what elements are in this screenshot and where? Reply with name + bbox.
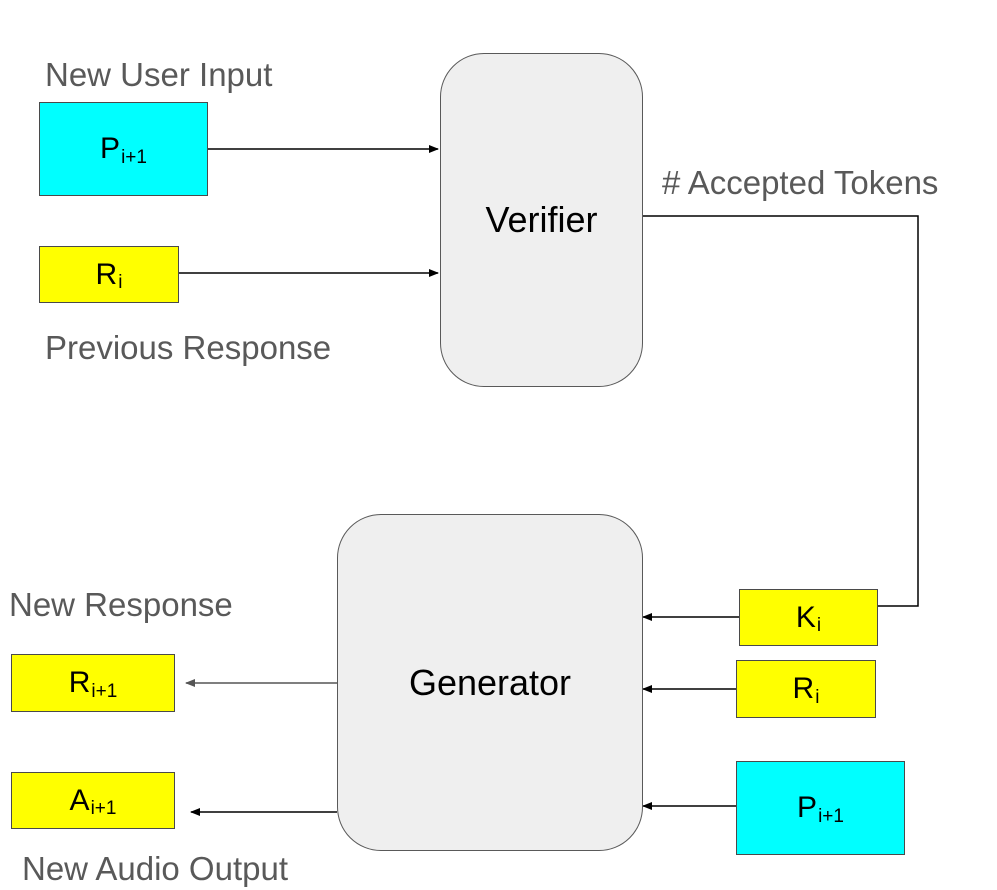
box-subscript: i <box>816 615 822 636</box>
box-base: R <box>792 672 815 705</box>
new-audio-output-label: New Audio Output <box>22 850 288 887</box>
box-subscript: i+1 <box>91 680 118 702</box>
box-base: P <box>797 791 818 824</box>
generator-node: Generator <box>337 514 643 851</box>
accepted-tokens-label: # Accepted Tokens <box>662 164 939 201</box>
box-subscript: i+1 <box>818 805 844 827</box>
box-subscript: i <box>118 272 123 293</box>
box-base: R <box>95 257 118 291</box>
box-base: K <box>795 600 816 634</box>
box-base: R <box>68 666 91 699</box>
verifier-node: Verifier <box>440 53 643 387</box>
box-base: P <box>100 132 121 165</box>
box-subscript: i <box>815 686 820 708</box>
box-subscript: i+1 <box>121 146 147 168</box>
new-response-label: New Response <box>9 586 233 623</box>
connector-verifier-to-k <box>642 215 919 607</box>
box-subscript: i+1 <box>90 798 117 819</box>
new-user-input-label: New User Input <box>45 56 273 93</box>
previous-response-label: Previous Response <box>45 329 332 366</box>
box-base: A <box>69 783 90 817</box>
